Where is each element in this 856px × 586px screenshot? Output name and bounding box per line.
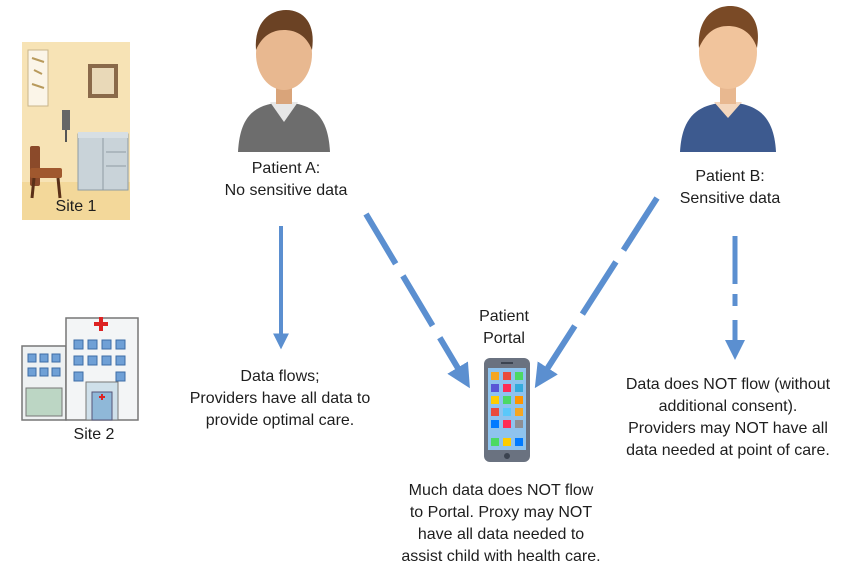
patient-a-label: Patient A: No sensitive data	[196, 158, 376, 202]
site1-illustration	[22, 42, 130, 220]
flow-b-line4: data needed at point of care.	[626, 442, 830, 459]
patient-a-name: Patient A:	[251, 160, 321, 177]
patient-a-status: No sensitive data	[224, 182, 348, 199]
person-gray-icon	[238, 10, 330, 152]
portal-note-line3: have all data needed to	[417, 526, 585, 543]
site2-label: Site 2	[73, 426, 115, 443]
patient-b-name: Patient B:	[695, 168, 765, 185]
flow-b-line3: Providers may NOT have all	[628, 420, 828, 437]
flow-a-line1: Data flows;	[240, 368, 320, 385]
site2-illustration	[20, 312, 142, 424]
flow-b-line2: additional consent).	[658, 398, 798, 415]
flow-b-line1: Data does NOT flow (without	[625, 376, 831, 393]
hospital-building-icon	[21, 317, 139, 421]
clinic-room-icon	[22, 42, 130, 220]
flow-a-line2: Providers have all data to	[189, 390, 371, 407]
arrow-b-to-portal	[534, 196, 660, 389]
portal-label-line2: Portal	[483, 330, 525, 347]
flow-a-note: Data flows; Providers have all data to p…	[160, 366, 400, 432]
patient-a-avatar	[234, 4, 334, 152]
portal-phone	[484, 358, 530, 462]
arrow-a-to-portal	[363, 212, 470, 389]
portal-note-line4: assist child with health care.	[401, 548, 601, 565]
flow-a-line3: provide optimal care.	[205, 412, 355, 429]
portal-note-line1: Much data does NOT flow	[408, 482, 594, 499]
patient-b-status: Sensitive data	[679, 190, 781, 207]
patient-b-label: Patient B: Sensitive data	[640, 166, 820, 210]
portal-note-line2: to Portal. Proxy may NOT	[409, 504, 593, 521]
portal-note: Much data does NOT flow to Portal. Proxy…	[376, 480, 626, 568]
site1-label: Site 1	[55, 198, 97, 215]
smartphone-icon	[484, 358, 530, 462]
portal-label-line1: Patient	[479, 308, 529, 325]
patient-b-avatar	[676, 2, 780, 152]
portal-label: Patient Portal	[464, 306, 544, 350]
person-blue-icon	[680, 6, 776, 152]
flow-b-note: Data does NOT flow (without additional c…	[604, 374, 852, 462]
